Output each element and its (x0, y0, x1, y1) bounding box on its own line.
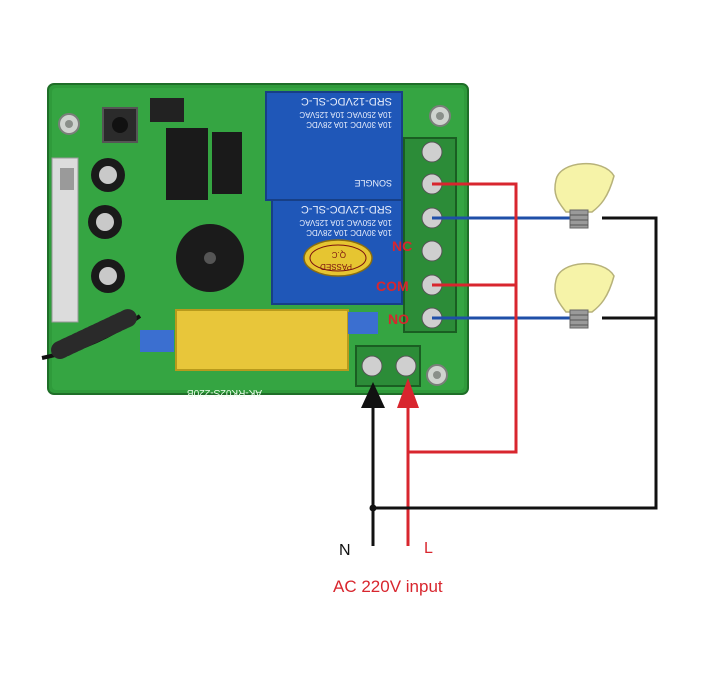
buzzer (176, 224, 244, 292)
relay-bottom: SRD-12VDC-SL-C 10A 250VAC 10A 125VAC 10A… (271, 199, 403, 305)
antenna-coil (41, 309, 142, 360)
relay-bottom-model: SRD-12VDC-SL-C (301, 203, 392, 215)
arrow-up-icon (361, 382, 385, 408)
qc-passed-label: PASSED (320, 262, 352, 271)
ic-chip (150, 98, 184, 122)
relay-bottom-rating-1: 10A 250VAC 10A 125VAC (299, 218, 392, 227)
arrow-up-icon (397, 378, 419, 408)
board-model-label: AK-RK02S-220B (187, 387, 262, 398)
live-label: L (424, 540, 433, 557)
com-terminal-label: COM (376, 278, 409, 294)
relay-bottom-rating-2: 10A 30VDC 10A 28VDC (306, 228, 392, 237)
screw-terminal-icon (395, 355, 417, 377)
qc-passed-sticker (303, 239, 373, 277)
screw-terminal-icon (421, 141, 443, 163)
relay-top: SRD-12VDC-SL-C 10A 250VAC 10A 125VAC 10A… (265, 91, 403, 201)
neutral-label: N (339, 542, 351, 559)
qc-label: Q.C (332, 250, 346, 259)
screw-terminal-icon (361, 355, 383, 377)
relay-top-rating-1: 10A 250VAC 10A 125VAC (299, 110, 392, 119)
relay-board: SRD-12VDC-SL-C 10A 250VAC 10A 125VAC 10A… (41, 83, 469, 398)
relay-top-model: SRD-12VDC-SL-C (301, 95, 392, 107)
bulb-icon (554, 163, 615, 229)
ic-chip (166, 128, 208, 200)
yellow-capacitor (175, 309, 349, 371)
capacitor (88, 205, 122, 239)
relay-top-brand: SONGLE (354, 178, 392, 188)
power-terminal-block (355, 345, 421, 387)
no-terminal-label: NO (388, 311, 409, 327)
relay-top-rating-2: 10A 30VDC 10A 28VDC (306, 120, 392, 129)
nc-terminal-label: NC (392, 238, 413, 254)
capacitor (91, 259, 125, 293)
neutral-return-wire (373, 216, 658, 510)
junction-dot (369, 504, 377, 512)
capacitor (91, 158, 125, 192)
output-terminal-block (403, 137, 457, 333)
live-wire-common-1 (408, 182, 518, 454)
ic-chip (212, 132, 242, 194)
ac-input-label: AC 220V input (333, 577, 443, 596)
bulb-icon (554, 263, 615, 329)
wires (369, 182, 658, 546)
screw-terminal-icon (421, 240, 443, 262)
